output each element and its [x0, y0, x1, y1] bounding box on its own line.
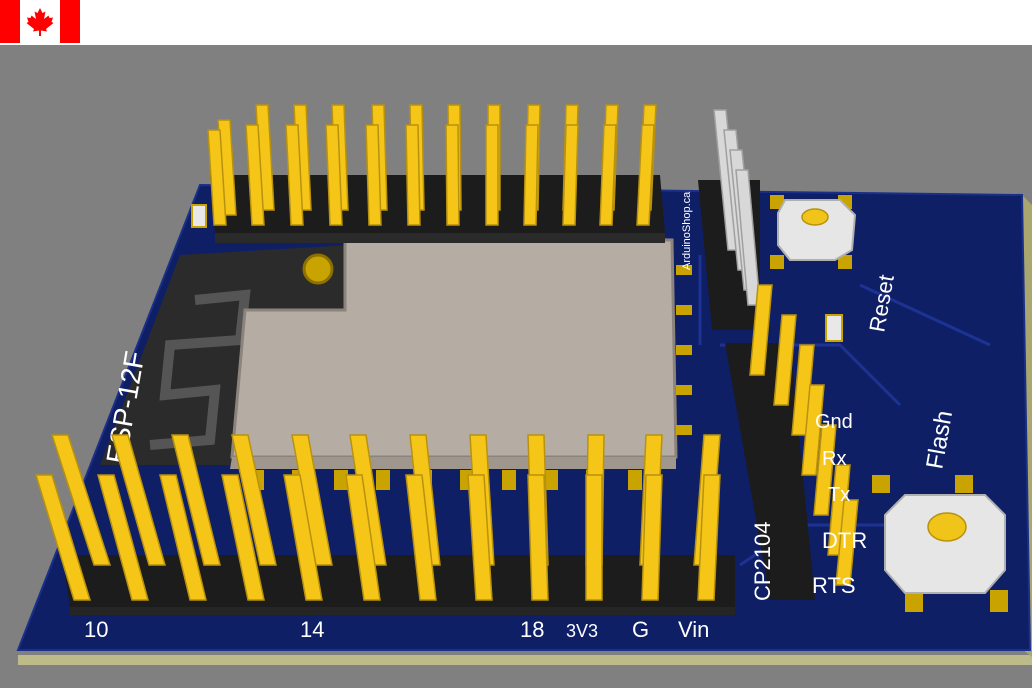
maple-leaf-icon [26, 8, 54, 36]
pin-label-14: 14 [300, 617, 324, 642]
uart-header-pins [749, 284, 859, 586]
reset-button[interactable] [770, 195, 857, 269]
top-header-housing [210, 175, 665, 233]
chip-label: CP2104 [750, 521, 775, 601]
smd-part-right [825, 314, 843, 342]
prog-header-pins [713, 109, 761, 306]
flash-button[interactable] [872, 475, 1008, 612]
flag-right-band [60, 0, 80, 43]
pin-label-vin: Vin [678, 617, 709, 642]
bottom-header-pins [34, 434, 721, 601]
brand-label: ArduinoShop.ca [681, 191, 693, 270]
top-bar [0, 0, 1032, 45]
esp-shield-side [230, 457, 676, 469]
pcb-render-view: ESP-12F ArduinoShop.ca [0, 45, 1032, 688]
pin-label-10: 10 [84, 617, 108, 642]
uart-header-housing [725, 343, 815, 600]
pin-label-18: 18 [520, 617, 544, 642]
bottom-header-housing-front [70, 607, 735, 615]
canada-flag-icon [0, 0, 80, 43]
pin-label-3v3: 3V3 [566, 621, 598, 641]
antenna-connector [302, 253, 334, 285]
uart-label-gnd: Gnd [815, 411, 853, 433]
bottom-header-housing [62, 555, 735, 607]
pcb-edge [18, 655, 1032, 665]
pin-label-gnd: G [632, 617, 649, 642]
uart-label-tx: Tx [828, 484, 850, 506]
top-header-pins [207, 104, 657, 226]
uart-label-rx: Rx [822, 448, 846, 470]
uart-label-dtr: DTR [822, 528, 867, 553]
top-header-housing-front [215, 233, 665, 243]
flag-left-band [0, 0, 20, 43]
smd-part-left [191, 204, 207, 228]
antenna-trace [149, 289, 251, 450]
pcb-3d-render: ESP-12F ArduinoShop.ca [16, 104, 1032, 665]
uart-label-rts: RTS [812, 573, 856, 598]
